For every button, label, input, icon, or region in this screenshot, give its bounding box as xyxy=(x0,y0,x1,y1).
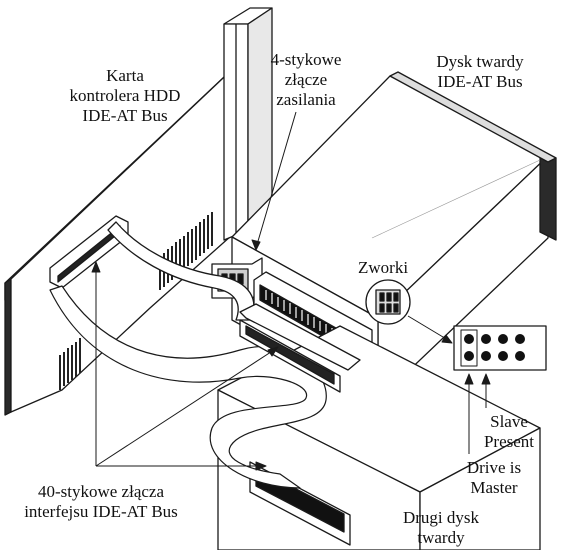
label-slave-present-line1: Slave xyxy=(490,412,528,431)
label-controller-card-line3: IDE-AT Bus xyxy=(82,106,168,125)
label-drive-is-master: Drive is Master xyxy=(456,458,532,498)
label-jumpers-text: Zworki xyxy=(358,258,409,277)
label-slave-present: Slave Present xyxy=(474,412,544,452)
label-power-connector-line2: złącze xyxy=(284,70,328,89)
label-power-connector-line1: 4-stykowe xyxy=(270,50,342,69)
label-hard-disk: Dysk twardy IDE-AT Bus xyxy=(420,52,540,92)
label-power-connector-line3: zasilania xyxy=(276,90,336,109)
jumper-pins-diagram xyxy=(453,325,547,371)
label-jumpers: Zworki xyxy=(358,258,408,278)
label-power-connector: 4-stykowe złącze zasilania xyxy=(256,50,356,110)
label-second-disk-line1: Drugi dysk xyxy=(402,508,480,527)
label-hard-disk-line1: Dysk twardy xyxy=(436,52,524,71)
card-bracket xyxy=(223,7,273,241)
label-interface-connectors-line1: 40-stykowe złącza xyxy=(37,482,165,501)
label-second-disk: Drugi dysk twardy xyxy=(386,508,496,548)
label-drive-is-master-line1: Drive is xyxy=(466,458,522,477)
label-controller-card-line1: Karta xyxy=(106,66,144,85)
label-hard-disk-line2: IDE-AT Bus xyxy=(437,72,523,91)
ribbon-cable xyxy=(49,215,361,489)
label-drive-is-master-line2: Master xyxy=(470,478,518,497)
label-controller-card-line2: kontrolera HDD xyxy=(69,86,181,105)
label-controller-card: Karta kontrolera HDD IDE-AT Bus xyxy=(50,66,200,126)
jumper-block-magnified xyxy=(365,279,411,325)
label-slave-present-line2: Present xyxy=(483,432,535,451)
label-interface-connectors-line2: interfejsu IDE-AT Bus xyxy=(24,502,178,521)
leader-lines xyxy=(91,111,491,471)
label-interface-connectors: 40-stykowe złącza interfejsu IDE-AT Bus xyxy=(4,482,198,522)
label-second-disk-line2: twardy xyxy=(417,528,465,547)
